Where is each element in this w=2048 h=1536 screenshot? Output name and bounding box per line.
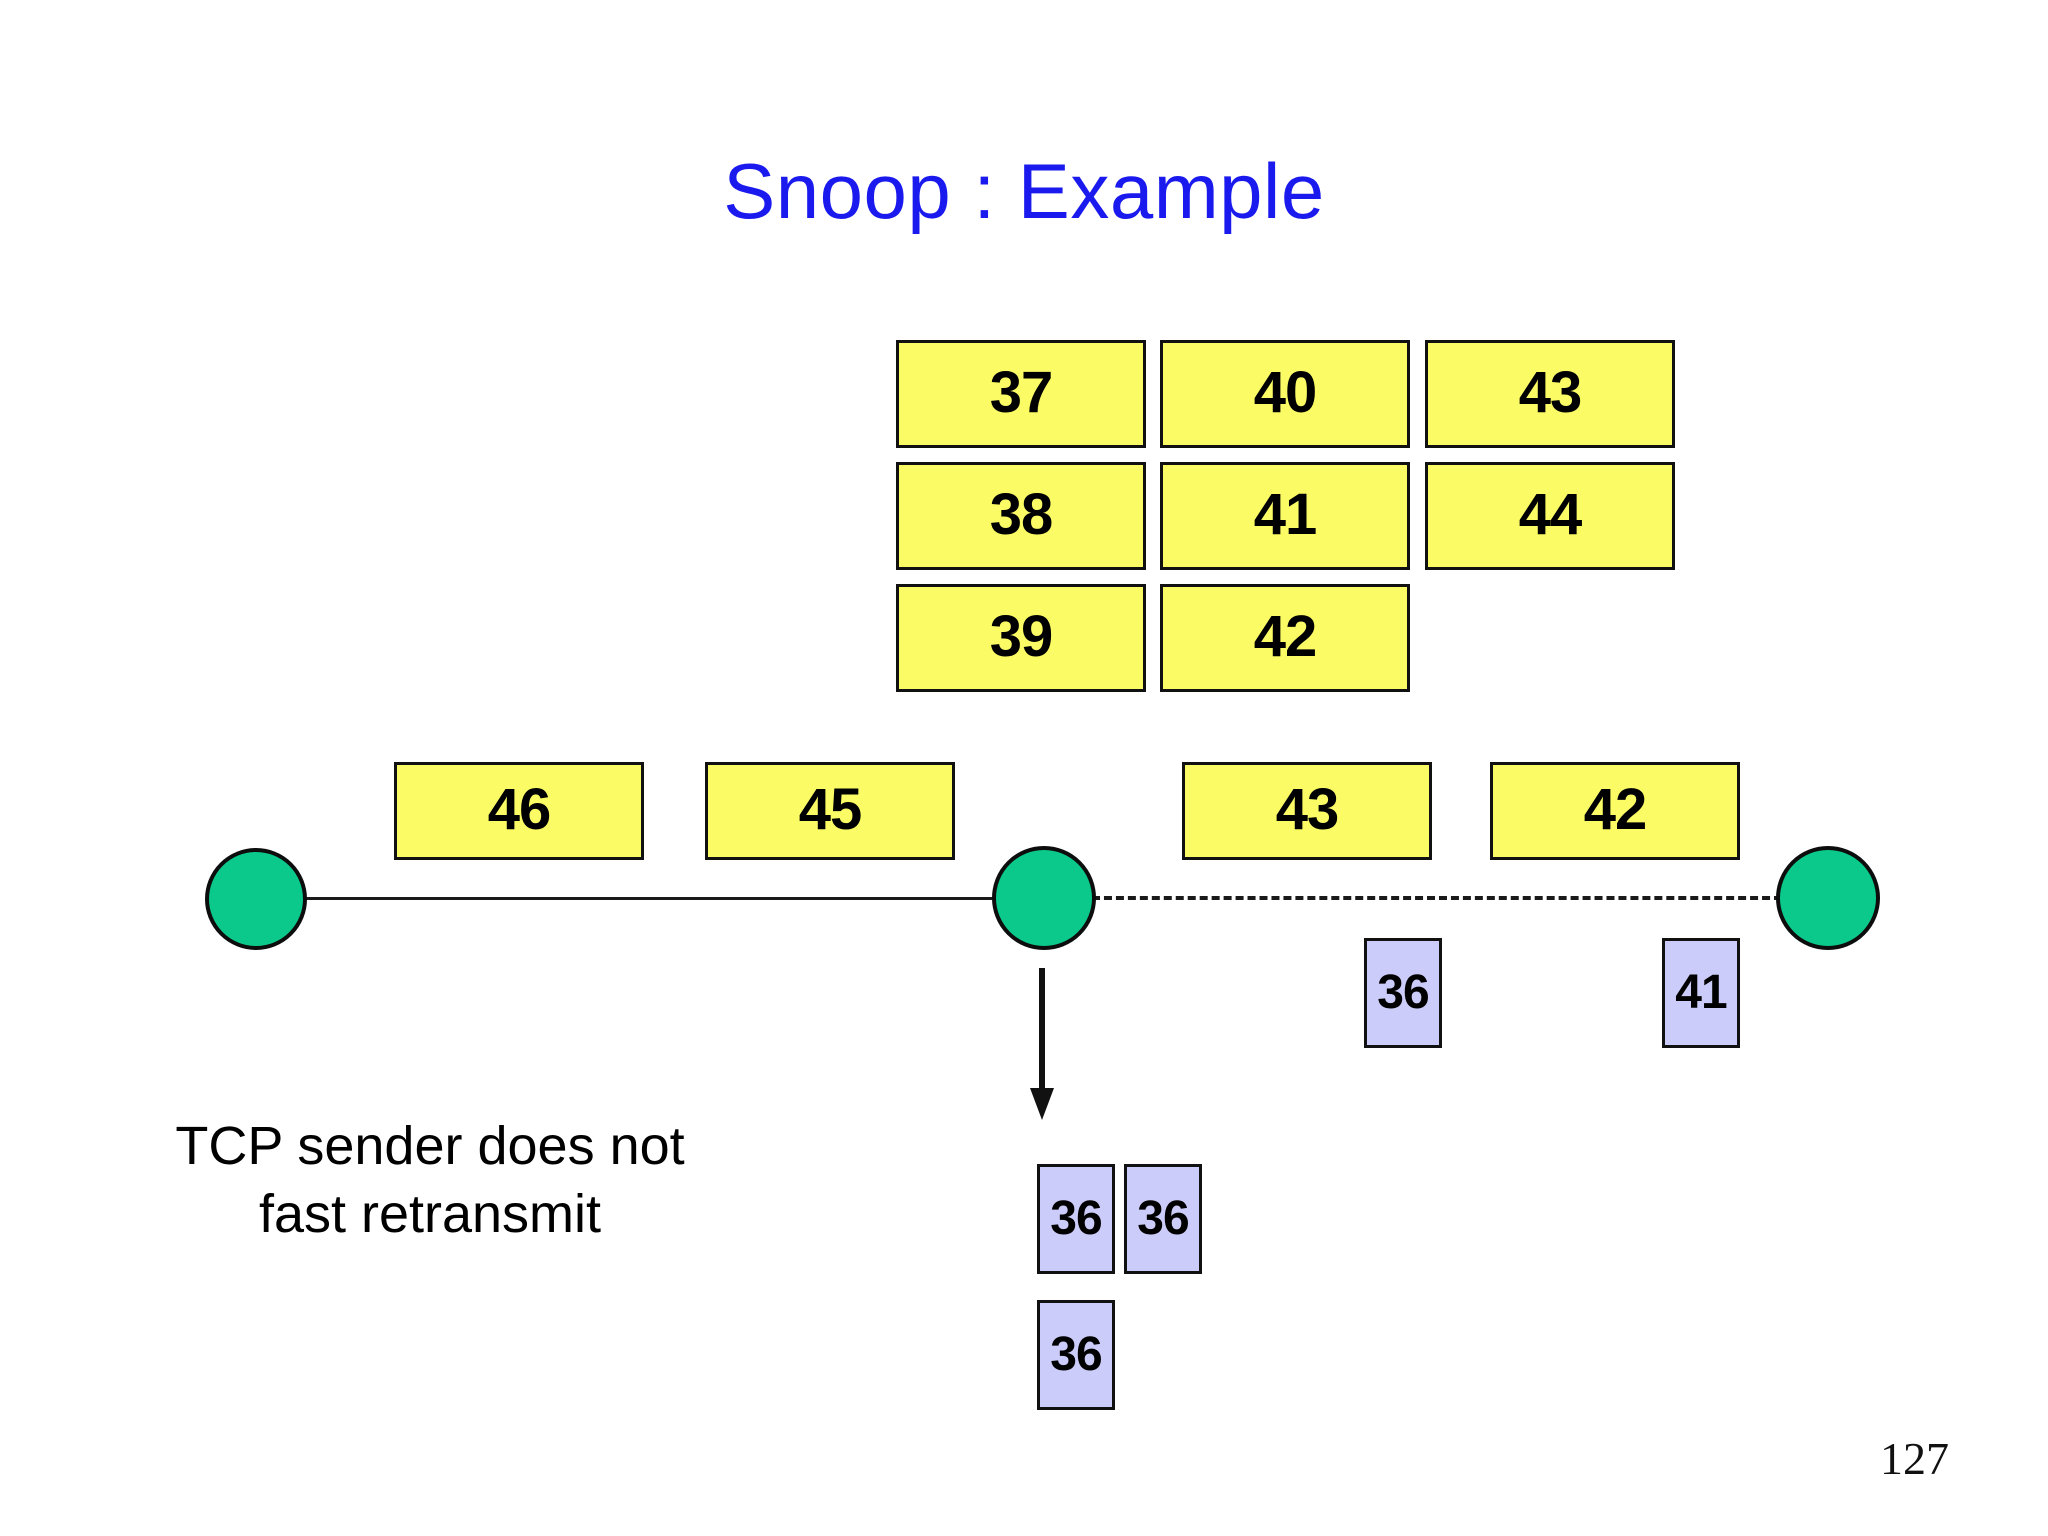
ack-label: 36 xyxy=(1137,1191,1189,1245)
ack-label: 36 xyxy=(1377,965,1429,1019)
ack-label: 36 xyxy=(1050,1191,1102,1245)
node-tcp-sender xyxy=(205,848,307,950)
down-arrow-icon xyxy=(1030,968,1070,1128)
caption-text: TCP sender does not fast retransmit xyxy=(175,1116,685,1244)
ack-label: 41 xyxy=(1675,965,1727,1019)
packet-label: 46 xyxy=(487,776,552,842)
ack-box: 41 xyxy=(1662,938,1740,1048)
packet-label: 37 xyxy=(989,359,1054,425)
packet-label: 43 xyxy=(1518,359,1583,425)
packet-box: 39 xyxy=(896,584,1146,692)
wireless-link xyxy=(1092,896,1782,900)
ack-label: 36 xyxy=(1050,1327,1102,1381)
packet-label: 43 xyxy=(1275,776,1340,842)
node-mobile-host xyxy=(1776,846,1880,950)
page-title: Snoop : Example xyxy=(723,147,1325,235)
ack-box: 36 xyxy=(1037,1164,1115,1274)
packet-label: 45 xyxy=(798,776,863,842)
packet-label: 42 xyxy=(1583,776,1648,842)
inflight-packet-box: 43 xyxy=(1182,762,1432,860)
packet-box: 42 xyxy=(1160,584,1410,692)
packet-label: 40 xyxy=(1253,359,1318,425)
packet-box: 41 xyxy=(1160,462,1410,570)
node-base-station xyxy=(992,846,1096,950)
packet-box: 37 xyxy=(896,340,1146,448)
ack-box: 36 xyxy=(1364,938,1442,1048)
inflight-packet-box: 46 xyxy=(394,762,644,860)
ack-box: 36 xyxy=(1037,1300,1115,1410)
page-number: 127 xyxy=(1880,1433,1949,1484)
wired-link xyxy=(255,897,1045,900)
inflight-packet-box: 45 xyxy=(705,762,955,860)
packet-box: 43 xyxy=(1425,340,1675,448)
packet-label: 38 xyxy=(989,481,1054,547)
packet-label: 41 xyxy=(1253,481,1318,547)
packet-label: 39 xyxy=(989,603,1054,669)
packet-label: 44 xyxy=(1518,481,1583,547)
packet-label: 42 xyxy=(1253,603,1318,669)
packet-box: 44 xyxy=(1425,462,1675,570)
ack-box: 36 xyxy=(1124,1164,1202,1274)
packet-box: 40 xyxy=(1160,340,1410,448)
packet-box: 38 xyxy=(896,462,1146,570)
inflight-packet-box: 42 xyxy=(1490,762,1740,860)
